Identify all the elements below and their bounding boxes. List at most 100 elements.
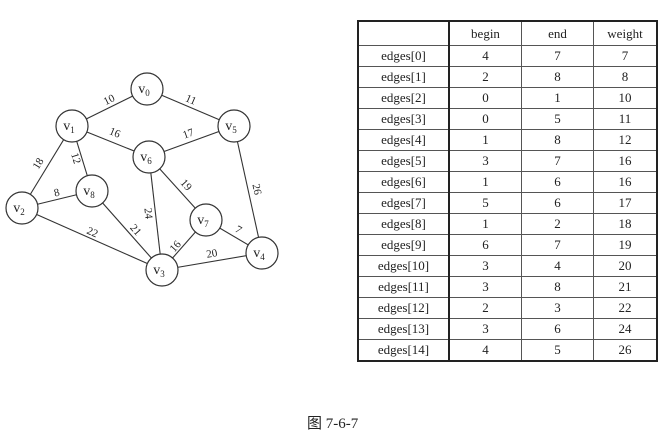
graph-node: v4 xyxy=(245,236,279,270)
node-label: v7 xyxy=(197,213,209,229)
weight-cell: 17 xyxy=(593,192,658,214)
end-cell: 8 xyxy=(521,66,594,88)
weight-cell: 19 xyxy=(593,234,658,256)
node-label: v8 xyxy=(83,184,95,200)
end-cell: 5 xyxy=(521,339,594,362)
node-label: v0 xyxy=(138,82,150,98)
node-circle xyxy=(55,109,89,143)
edge-name-cell: edges[12] xyxy=(357,297,450,319)
end-cell: 3 xyxy=(521,297,594,319)
weight-cell: 11 xyxy=(593,108,658,130)
header-weight: weight xyxy=(593,20,658,46)
edge-line xyxy=(21,207,163,271)
node-label: v3 xyxy=(153,263,165,279)
node-label-base: v xyxy=(138,82,145,97)
node-label-base: v xyxy=(13,201,20,216)
begin-cell: 5 xyxy=(448,192,522,214)
end-cell: 4 xyxy=(521,255,594,277)
node-label-sub: 1 xyxy=(70,125,75,135)
weight-cell: 7 xyxy=(593,45,658,67)
node-label: v2 xyxy=(13,201,25,217)
end-cell: 6 xyxy=(521,318,594,340)
begin-cell: 3 xyxy=(448,318,522,340)
end-cell: 8 xyxy=(521,129,594,151)
node-label-base: v xyxy=(140,150,147,165)
begin-cell: 3 xyxy=(448,276,522,298)
node-label: v6 xyxy=(140,150,152,166)
edge-name-cell: edges[3] xyxy=(357,108,450,130)
edge-name-cell: edges[0] xyxy=(357,45,450,67)
graph-edge: 20 xyxy=(161,247,263,271)
edge-weight-label: 22 xyxy=(85,225,100,240)
node-label-base: v xyxy=(153,263,160,278)
node-label-base: v xyxy=(197,213,204,228)
edge-line xyxy=(233,125,263,254)
weight-cell: 18 xyxy=(593,213,658,235)
end-cell: 6 xyxy=(521,192,594,214)
graph-node: v7 xyxy=(189,203,223,237)
node-circle xyxy=(130,72,164,106)
edge-weight-label: 12 xyxy=(68,151,83,165)
edge-weight-label: 11 xyxy=(183,92,197,107)
node-label-sub: 2 xyxy=(20,207,25,217)
graph-node: v3 xyxy=(145,253,179,287)
node-label-base: v xyxy=(253,246,260,261)
edge-line xyxy=(161,252,263,271)
edge-weight-label: 16 xyxy=(168,238,185,255)
graph-node: v1 xyxy=(55,109,89,143)
node-circle xyxy=(189,203,223,237)
edge-name-cell: edges[4] xyxy=(357,129,450,151)
figure-caption: 图 7-6-7 xyxy=(307,416,359,432)
node-label-base: v xyxy=(225,119,232,134)
graph-node: v0 xyxy=(130,72,164,106)
edge-name-cell: edges[7] xyxy=(357,192,450,214)
weight-cell: 16 xyxy=(593,171,658,193)
node-label-sub: 8 xyxy=(90,190,95,200)
edge-weight-label: 17 xyxy=(181,126,196,141)
end-cell: 2 xyxy=(521,213,594,235)
edge-weight-label: 18 xyxy=(31,156,47,172)
weight-cell: 12 xyxy=(593,129,658,151)
weight-cell: 10 xyxy=(593,87,658,109)
begin-cell: 1 xyxy=(448,129,522,151)
node-label-base: v xyxy=(63,119,70,134)
weight-cell: 20 xyxy=(593,255,658,277)
edge-name-cell: edges[10] xyxy=(357,255,450,277)
graph-edge: 22 xyxy=(21,207,163,271)
graph-node: v2 xyxy=(5,191,39,225)
edge-weight-label: 24 xyxy=(141,207,154,220)
weight-cell: 22 xyxy=(593,297,658,319)
end-cell: 7 xyxy=(521,45,594,67)
end-cell: 7 xyxy=(521,150,594,172)
begin-cell: 1 xyxy=(448,171,522,193)
edge-name-cell: edges[11] xyxy=(357,276,450,298)
node-circle xyxy=(5,191,39,225)
edge-weight-label: 7 xyxy=(233,224,244,237)
edge-name-cell: edges[14] xyxy=(357,339,450,362)
edge-name-cell: edges[1] xyxy=(357,66,450,88)
node-label-sub: 0 xyxy=(145,88,150,98)
begin-cell: 2 xyxy=(448,66,522,88)
node-label: v5 xyxy=(225,119,237,135)
weight-cell: 26 xyxy=(593,339,658,362)
begin-cell: 0 xyxy=(448,87,522,109)
edge-weight-label: 26 xyxy=(249,183,263,197)
edge-weight-label: 8 xyxy=(53,186,62,199)
edge-weight-label: 10 xyxy=(102,92,118,108)
graph-edge: 26 xyxy=(233,125,264,254)
node-circle xyxy=(145,253,179,287)
begin-cell: 3 xyxy=(448,150,522,172)
node-label-sub: 3 xyxy=(160,269,165,279)
graph-node: v5 xyxy=(217,109,251,143)
